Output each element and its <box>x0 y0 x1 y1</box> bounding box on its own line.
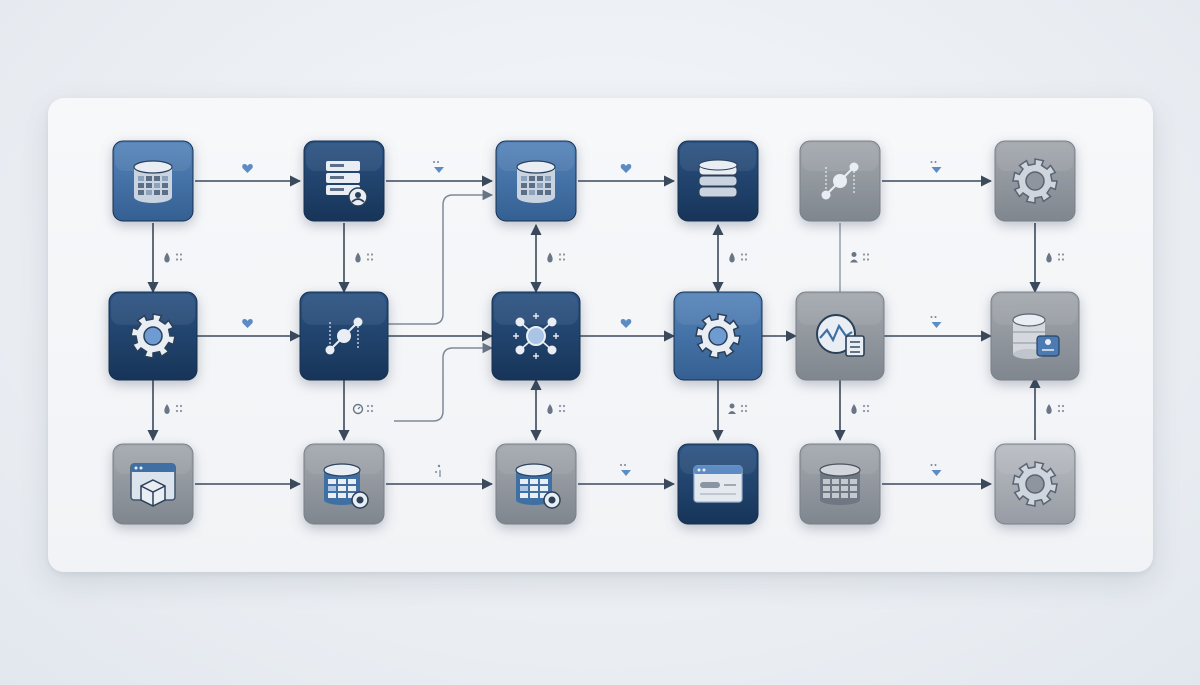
analytics-report-icon <box>816 314 865 357</box>
node-n2-gloss <box>306 143 382 171</box>
diagram-panel <box>48 98 1153 572</box>
database-stack-icon <box>698 159 738 198</box>
database-grid-icon <box>133 160 173 203</box>
node-n5 <box>799 140 881 222</box>
edge-n17-n18-marker-dropdown-icon <box>930 464 942 476</box>
node-n14-gloss <box>306 446 382 474</box>
edge-n6-n12-marker-drop-icon <box>1046 252 1065 263</box>
node-n11 <box>795 291 885 381</box>
edge-n9-n10-marker-heart-icon <box>620 319 632 328</box>
node-n13 <box>112 443 194 525</box>
node-n10-gloss <box>676 294 760 325</box>
node-n1 <box>112 140 194 222</box>
edge-n11-n17-marker-drop-icon <box>851 404 870 414</box>
edge-n14-n9 <box>394 342 494 422</box>
gear-icon <box>1012 158 1058 204</box>
edge-n3-n9-marker-drop-icon <box>547 252 566 263</box>
edge-n15-n16-marker-dropdown-icon <box>620 464 631 476</box>
edge-n18-n12-marker-drop-icon <box>1046 404 1065 414</box>
node-n8 <box>299 291 389 381</box>
node-n18 <box>994 443 1076 525</box>
edge-n10-n16-marker-user-icon <box>728 403 748 414</box>
node-n18-gloss <box>997 446 1073 474</box>
edge-n11-n12-marker-dropdown-icon <box>930 316 942 328</box>
database-grid-icon <box>516 160 556 203</box>
hub-network-icon <box>513 313 559 359</box>
edge-n8-n14-marker-clock-icon <box>352 403 374 415</box>
node-n6-gloss <box>997 143 1073 171</box>
edges-layer <box>147 175 1041 490</box>
node-n7-gloss <box>111 294 195 325</box>
node-n15 <box>495 443 577 525</box>
edge-n8-n3 <box>386 189 494 325</box>
node-n12 <box>990 291 1080 381</box>
browser-window-icon <box>693 465 743 503</box>
node-n8-gloss <box>302 294 386 325</box>
node-n9-gloss <box>494 294 578 325</box>
node-n3-gloss <box>498 143 574 171</box>
node-n5-gloss <box>802 143 878 171</box>
node-n9 <box>491 291 581 381</box>
network-node-icon <box>325 317 363 355</box>
node-n16 <box>677 443 759 525</box>
node-n1-gloss <box>115 143 191 171</box>
server-user-icon <box>326 161 368 207</box>
node-n4 <box>677 140 759 222</box>
node-n11-gloss <box>798 294 882 325</box>
edge-n14-n15-marker-dots-icon <box>435 464 441 477</box>
edge-n5-n6-marker-dropdown-icon <box>930 161 942 173</box>
edge-n1-n2-marker-heart-icon <box>242 164 253 173</box>
browser-package-icon <box>130 463 176 507</box>
node-n7 <box>108 291 198 381</box>
node-n17-gloss <box>802 446 878 474</box>
gear-icon <box>130 313 176 359</box>
edge-n2-n3-marker-dropdown-icon <box>433 161 444 173</box>
edge-n9-n15-marker-drop-icon <box>547 404 566 414</box>
gear-icon <box>1012 461 1058 507</box>
edge-n7-n8-marker-heart-icon <box>242 319 253 328</box>
gear-icon <box>695 313 741 359</box>
edge-n5-n11-marker-user-icon <box>850 252 870 263</box>
database-settings-icon <box>323 463 369 509</box>
node-n3 <box>495 140 577 222</box>
edge-n1-n7-marker-drop-icon <box>164 252 183 263</box>
edge-n2-n8-marker-drop-icon <box>355 252 374 263</box>
edge-n7-n13-marker-drop-icon <box>164 404 183 414</box>
edge-markers-layer <box>164 161 1065 477</box>
node-n10 <box>673 291 763 381</box>
node-n6 <box>994 140 1076 222</box>
edge-n3-n4-marker-heart-icon <box>620 164 632 173</box>
node-n17 <box>799 443 881 525</box>
database-badge-icon <box>1012 313 1060 359</box>
node-n2 <box>303 140 385 222</box>
database-grid-icon <box>819 463 861 505</box>
nodes-layer <box>108 140 1080 525</box>
database-settings-icon <box>515 463 561 509</box>
network-node-icon <box>821 162 859 200</box>
edge-n4-n10-marker-drop-icon <box>729 252 748 263</box>
node-n15-gloss <box>498 446 574 474</box>
node-n14 <box>303 443 385 525</box>
